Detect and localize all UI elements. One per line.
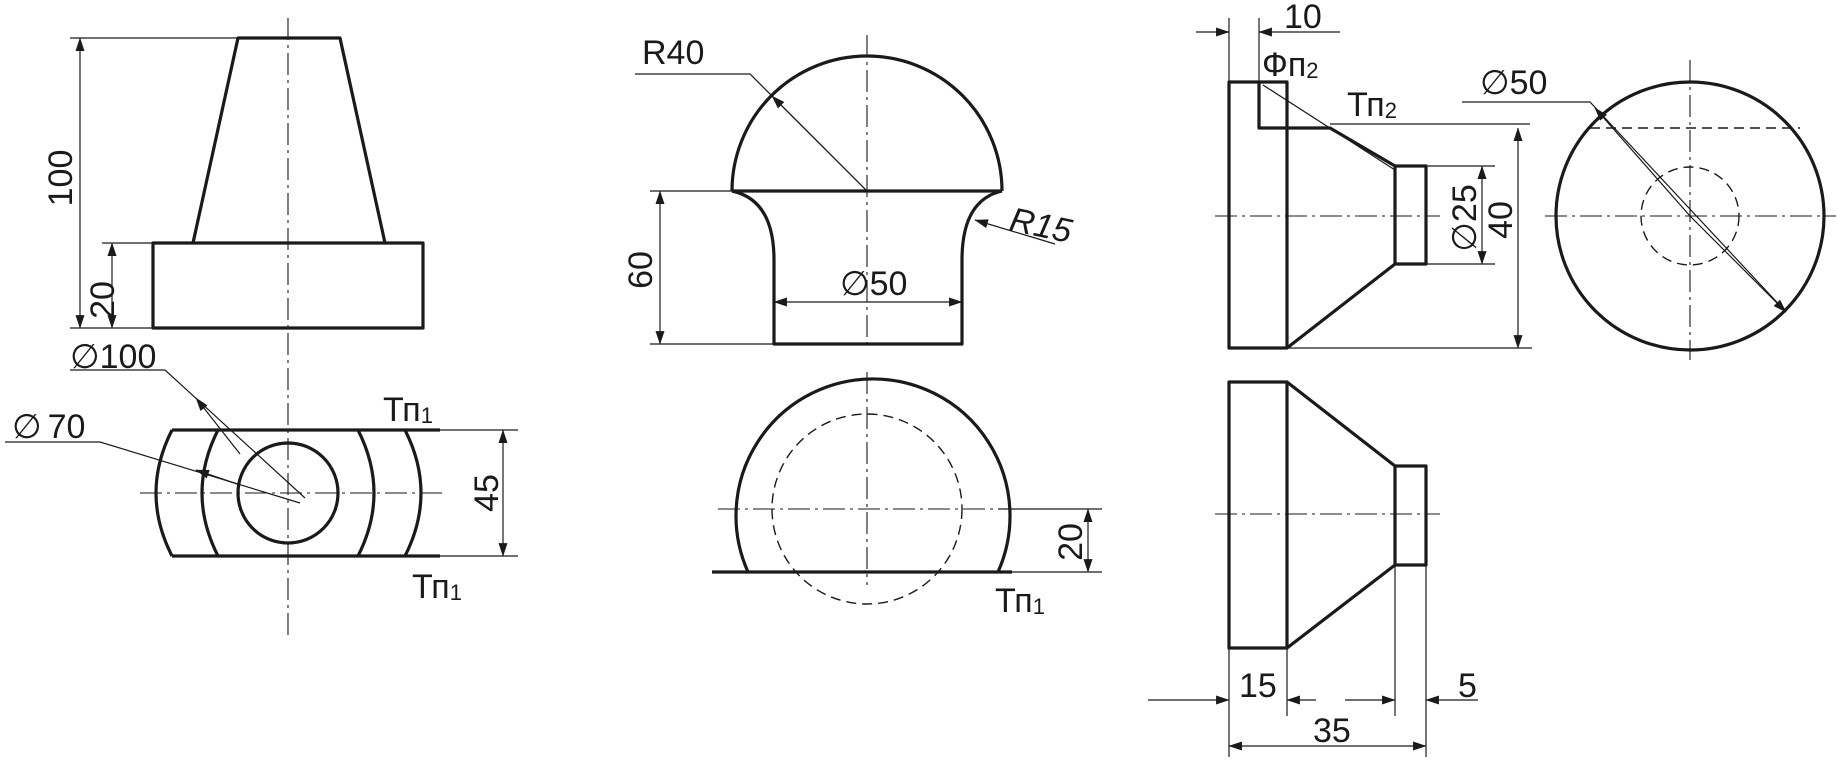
v3-cone-profile xyxy=(1286,126,1428,350)
v1-base-label: 20 xyxy=(84,281,122,319)
view-3-bottom: 15 5 35 xyxy=(1148,380,1478,757)
v2-r40-label: R40 xyxy=(642,34,704,72)
v3-bottom-flange xyxy=(1227,380,1289,650)
v1-center-hole xyxy=(236,441,340,545)
v3-dim15-label: 15 xyxy=(1239,667,1277,705)
v2-offset-label: 20 xyxy=(1052,523,1090,561)
v3-phi-label: Фп2 xyxy=(1262,46,1319,84)
v2-r40-arrow xyxy=(771,95,868,192)
v3-dia50-label: ∅50 xyxy=(1480,64,1547,102)
v3-height-label: 40 xyxy=(1482,201,1520,239)
v1-dia70-label: ∅70 xyxy=(12,408,85,446)
v1-dia100-arrow xyxy=(195,397,241,455)
v1-dia100-leader xyxy=(70,369,306,499)
v3-dia25-label: ∅25 xyxy=(1446,184,1484,251)
view-3-side: ∅50 xyxy=(1462,60,1836,360)
v1-right-outer-arc xyxy=(403,429,423,557)
v3-side-hidden-circle xyxy=(1640,166,1740,266)
v1-dia70-leader xyxy=(5,441,301,504)
view-2-dome-front: R40 R15 60 ∅50 xyxy=(622,34,1075,346)
v3-dia50-leader xyxy=(1462,101,1787,313)
v3-dim10-label: 10 xyxy=(1284,0,1322,36)
v1-left-inner-arc xyxy=(200,429,220,557)
v2-r40-leader xyxy=(635,73,868,192)
v2-top-hidden-circle xyxy=(771,413,963,605)
view-1-frustum-front: 100 20 xyxy=(42,18,425,640)
v1-tp-bottom-label: Тп1 xyxy=(412,568,462,606)
v1-dia70-arrow xyxy=(195,469,241,486)
view-1-top: ∅100 ∅70 45 Тп1 Тп1 xyxy=(5,338,518,606)
v2-r15-arrow xyxy=(974,219,1056,245)
v1-tp-top-label: Тп1 xyxy=(383,391,433,429)
v1-height-label: 100 xyxy=(42,150,80,207)
v3-dim35-label: 35 xyxy=(1313,712,1351,750)
v1-frustum-outline xyxy=(191,36,387,244)
v2-dome-arc xyxy=(730,54,1004,192)
v2-tp-label: Тп1 xyxy=(995,582,1045,620)
v3-dia50-arrow-a xyxy=(1594,107,1691,217)
v3-dim5-label: 5 xyxy=(1458,667,1477,705)
v2-top-outer-arc xyxy=(734,377,1012,573)
v1-right-inner-arc xyxy=(356,429,376,557)
v3-step xyxy=(1257,82,1287,130)
v2-dia50-label: ∅50 xyxy=(840,265,907,303)
v3-bottom-cone-profile xyxy=(1286,380,1428,650)
view-2-top: 20 Тп1 xyxy=(712,372,1102,620)
v3-dia50-arrow-b xyxy=(1689,215,1787,313)
view-3-front: 10 Фп2 Тп2 ∅25 40 xyxy=(1196,0,1532,350)
v2-height-label: 60 xyxy=(622,251,660,289)
v2-neck-outline xyxy=(731,189,1003,346)
v3-phi-leader xyxy=(1262,84,1396,171)
v3-side-outer-circle xyxy=(1554,80,1826,352)
v1-dia100-label: ∅100 xyxy=(70,338,156,376)
v2-r15-label: R15 xyxy=(1006,201,1075,251)
v1-left-outer-arc xyxy=(154,429,174,557)
v1-base-block xyxy=(151,241,425,330)
v1-width-label: 45 xyxy=(468,474,506,512)
v3-tp-label: Тп2 xyxy=(1347,86,1397,124)
